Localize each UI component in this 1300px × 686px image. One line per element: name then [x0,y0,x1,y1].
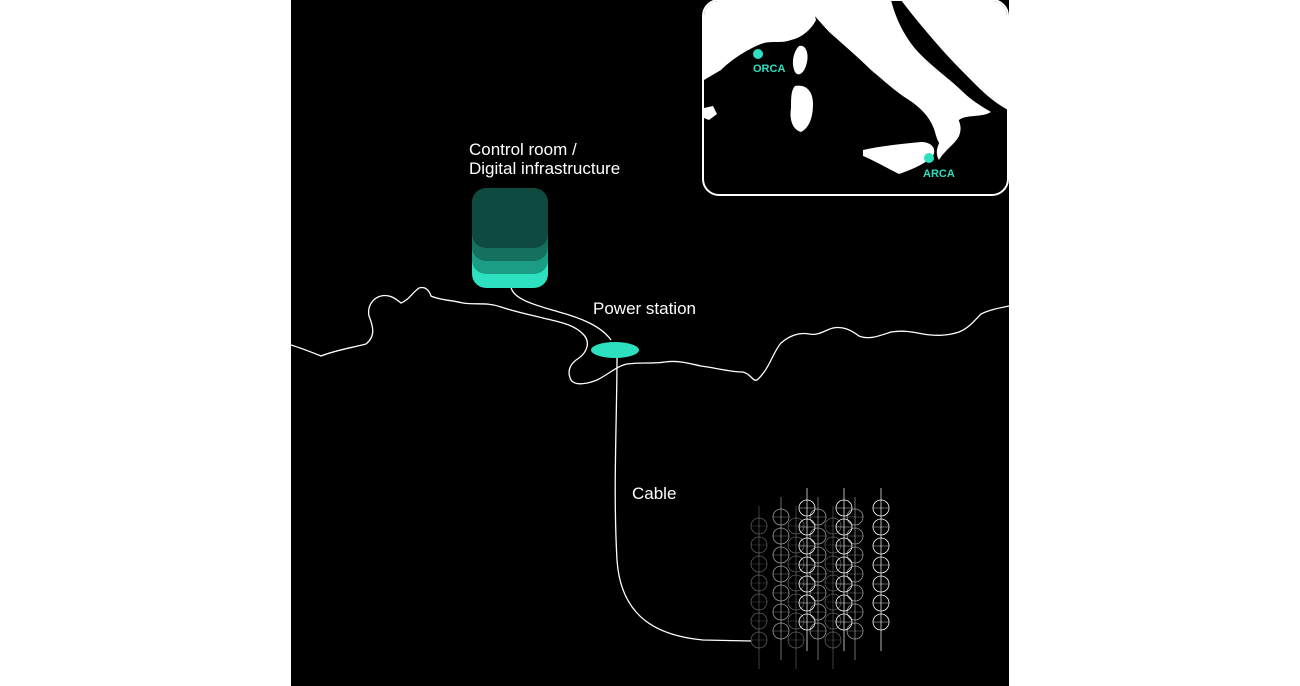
detector-module [787,574,805,592]
detector-module [809,508,827,526]
detector-module [824,555,842,573]
land-italy [811,1,991,147]
cable-subsea [614,355,752,642]
land-france [704,1,816,80]
detector-module [772,508,790,526]
detector-module [846,508,864,526]
site-label-orca: ORCA [753,63,786,75]
detector-module [772,622,790,640]
land-balearic [704,106,717,120]
detector-module [787,593,805,611]
detector-module [846,622,864,640]
power-station-marker [591,342,639,358]
detector-module [750,593,768,611]
detector-module [824,536,842,554]
detector-module [787,555,805,573]
land-balkans [901,1,1007,110]
coastline [291,286,1009,385]
detector-module [846,546,864,564]
detector-module [772,527,790,545]
land-calabria [936,110,961,160]
detector-module [824,593,842,611]
detector-module [824,574,842,592]
detector-module [750,517,768,535]
inset-map [702,0,1009,196]
detector-module [809,546,827,564]
detector-module [772,565,790,583]
control-room-label: Control room / Digital infrastructure [469,140,620,178]
detector-module [750,536,768,554]
detector-module [809,527,827,545]
site-marker-arca [924,153,934,163]
land-sicily [863,142,935,174]
detector-module [772,603,790,621]
site-marker-orca [753,49,763,59]
diagram-canvas: Control room / Digital infrastructure Po… [291,0,1009,686]
detector-module [787,536,805,554]
cable-label: Cable [632,484,677,503]
detector-module [809,565,827,583]
site-label-arca: ARCA [923,168,955,180]
detector-module [846,527,864,545]
detector-module [809,584,827,602]
detector-module [787,612,805,630]
detector-module [772,584,790,602]
detector-module [772,546,790,564]
land-corsica [792,45,808,75]
power-station-label: Power station [593,299,696,318]
detector-array [750,488,890,669]
detector-module [750,631,768,649]
control-room-stack [472,188,548,288]
detector-module [787,631,805,649]
land-sardinia [790,85,813,132]
control-room-label-line1: Control room / [469,140,577,159]
detector-module [846,584,864,602]
detector-module [750,612,768,630]
cable-land [510,286,612,341]
detector-module [750,555,768,573]
control-room-label-line2: Digital infrastructure [469,159,621,178]
detector-module [750,574,768,592]
detector-module [824,612,842,630]
detector-module [846,603,864,621]
inset-map-land [704,1,1007,174]
detector-module [824,517,842,535]
detector-module [787,517,805,535]
detector-module [809,603,827,621]
detector-module [846,565,864,583]
diagram-svg [291,0,1009,669]
stack-layer-top [472,188,548,248]
detector-module [809,622,827,640]
detector-module [824,631,842,649]
